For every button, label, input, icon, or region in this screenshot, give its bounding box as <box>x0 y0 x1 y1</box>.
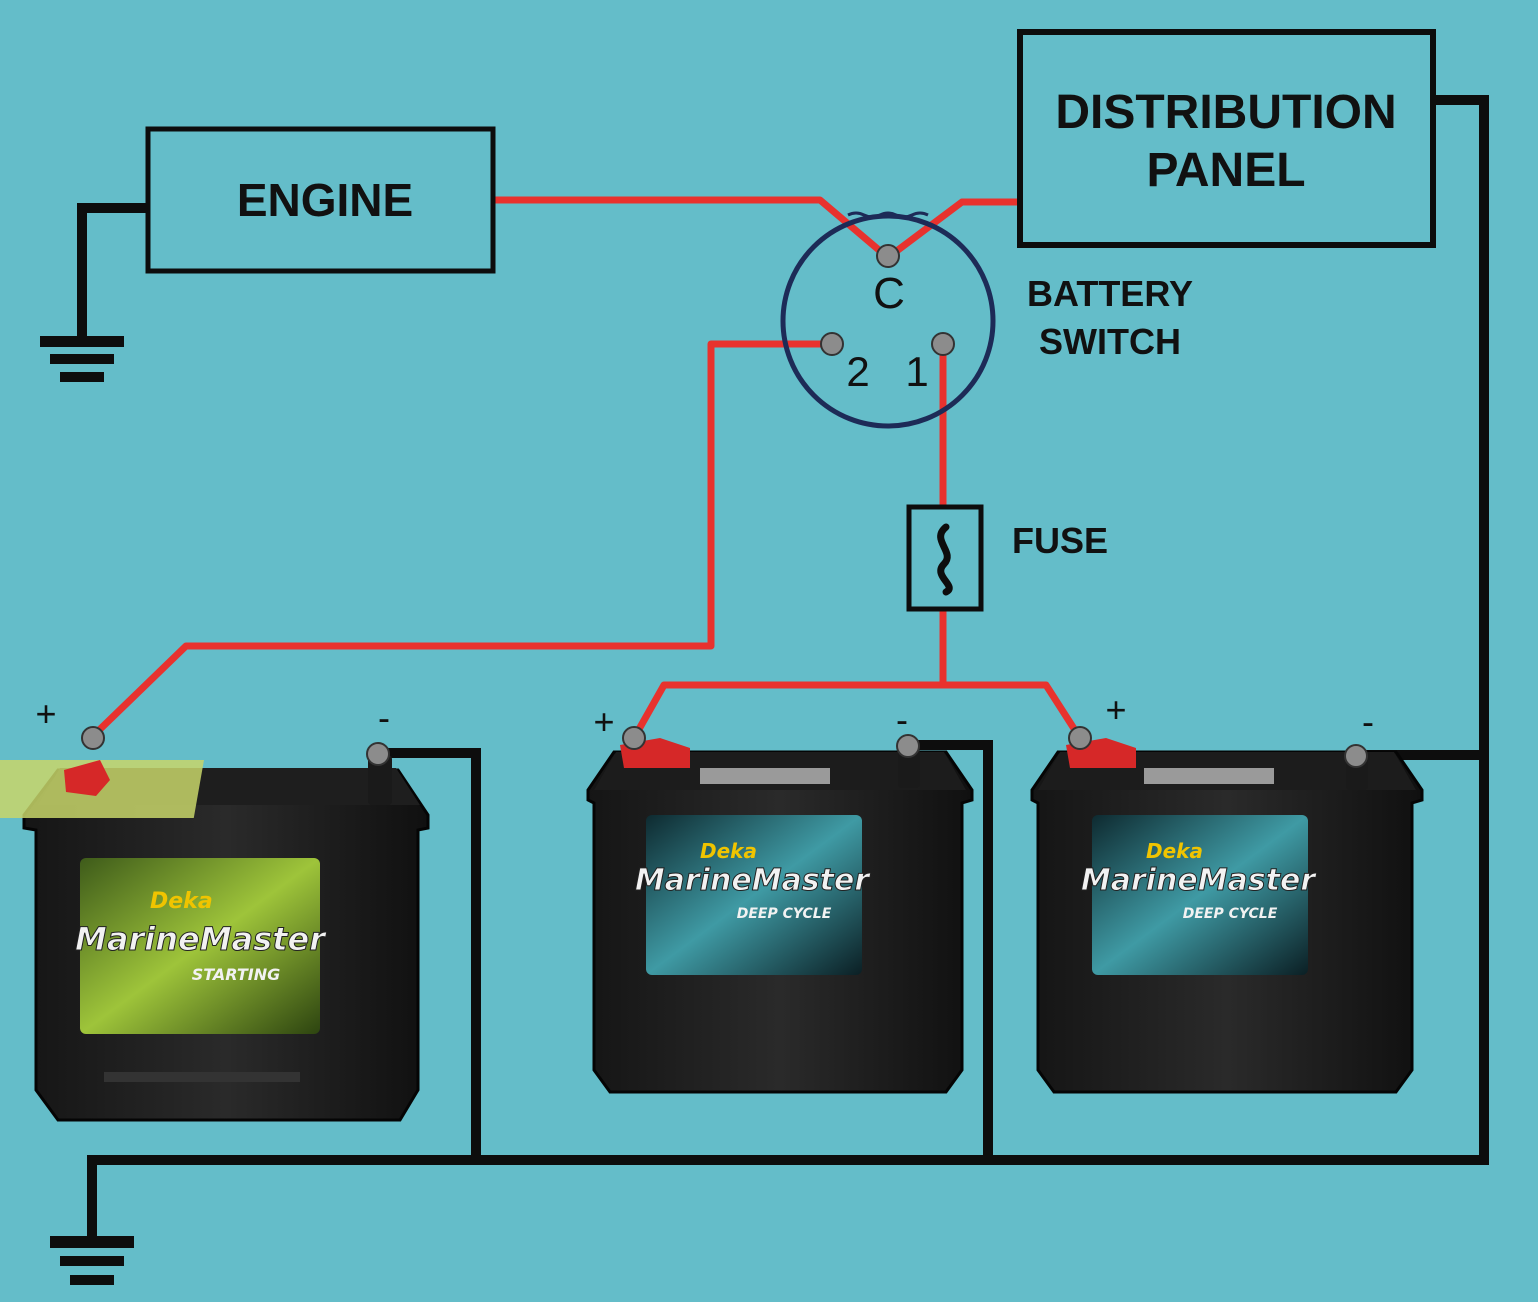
negative-terminal <box>366 742 390 766</box>
battery-switch-ring <box>780 213 996 429</box>
switch-terminal-2-label: 2 <box>846 348 869 395</box>
battery-type: STARTING <box>192 965 281 984</box>
switch-terminal-common <box>876 244 900 268</box>
panel-to-switch-wire <box>887 198 1020 259</box>
negative-sign: - <box>896 699 908 740</box>
battery-switch: C 2 1 BATTERY SWITCH <box>780 213 1193 429</box>
fuse: FUSE <box>906 504 1108 612</box>
fuse-element-icon <box>937 523 953 596</box>
engine-ground-wire <box>77 203 150 340</box>
negative-sign: - <box>1362 701 1374 742</box>
battery-deep-cycle-1: Deka MarineMaster DEEP CYCLE + - <box>586 699 974 1094</box>
negative-terminal-post <box>898 748 920 788</box>
switch-terminal-common-label: C <box>873 269 905 318</box>
switch2-to-battery1-wire <box>90 340 832 739</box>
ground-symbol-main <box>50 1236 134 1285</box>
battery-switch-label-line2: SWITCH <box>1039 321 1181 362</box>
battery-label <box>1092 815 1308 975</box>
switch-terminal-2 <box>820 332 844 356</box>
battery-type: DEEP CYCLE <box>1183 906 1278 922</box>
battery-brand: Deka <box>1146 839 1203 863</box>
engine-label: ENGINE <box>237 174 413 226</box>
switch-terminal-1-label: 1 <box>905 348 928 395</box>
ground-symbol-engine <box>40 336 124 382</box>
battery-line: MarineMaster <box>1081 863 1318 898</box>
battery-deep-cycle-2: Deka MarineMaster DEEP CYCLE + - <box>1030 689 1424 1094</box>
positive-terminal <box>1068 726 1092 750</box>
battery-line: MarineMaster <box>635 863 872 898</box>
battery-line: MarineMaster <box>75 920 327 958</box>
positive-terminal-cap <box>64 760 110 796</box>
positive-sign: + <box>1105 689 1126 730</box>
battery-vent-strip <box>1144 768 1274 784</box>
battery-handle-slot <box>104 1072 300 1082</box>
battery-vent-strip <box>700 768 830 784</box>
battery-starting: Deka MarineMaster STARTING + - <box>0 693 430 1122</box>
house-bus-wire <box>630 681 1083 740</box>
battery2-negative-wire <box>910 740 993 1160</box>
switch-link-detail <box>847 211 929 219</box>
distribution-panel-label-line1: DISTRIBUTION <box>1055 86 1396 139</box>
battery-switch-label-line1: BATTERY <box>1027 273 1193 314</box>
battery-label <box>646 815 862 975</box>
battery-brand: Deka <box>150 889 213 914</box>
positive-terminal <box>81 726 105 750</box>
engine-box: ENGINE <box>145 126 496 274</box>
battery-brand: Deka <box>700 839 757 863</box>
positive-terminal <box>622 726 646 750</box>
positive-sign: + <box>593 701 614 742</box>
negative-sign: - <box>378 697 390 738</box>
battery-label <box>80 858 320 1034</box>
distribution-panel-label-line2: PANEL <box>1146 144 1305 197</box>
engine-to-switch-wire <box>494 196 889 259</box>
battery-type: DEEP CYCLE <box>737 906 832 922</box>
negative-terminal <box>896 734 920 758</box>
fuse-body <box>906 504 984 612</box>
positive-sign: + <box>35 693 56 734</box>
fuse-label: FUSE <box>1012 520 1108 561</box>
switch-terminal-1 <box>931 332 955 356</box>
bus-bar-ground <box>87 1155 1489 1240</box>
negative-terminal <box>1344 744 1368 768</box>
positive-wiring <box>90 196 1083 740</box>
panel-return-wire <box>1434 95 1489 1160</box>
distribution-panel-box: DISTRIBUTION PANEL <box>1017 29 1436 248</box>
battery1-negative-wire <box>382 748 481 1160</box>
negative-terminal-post <box>368 755 392 805</box>
